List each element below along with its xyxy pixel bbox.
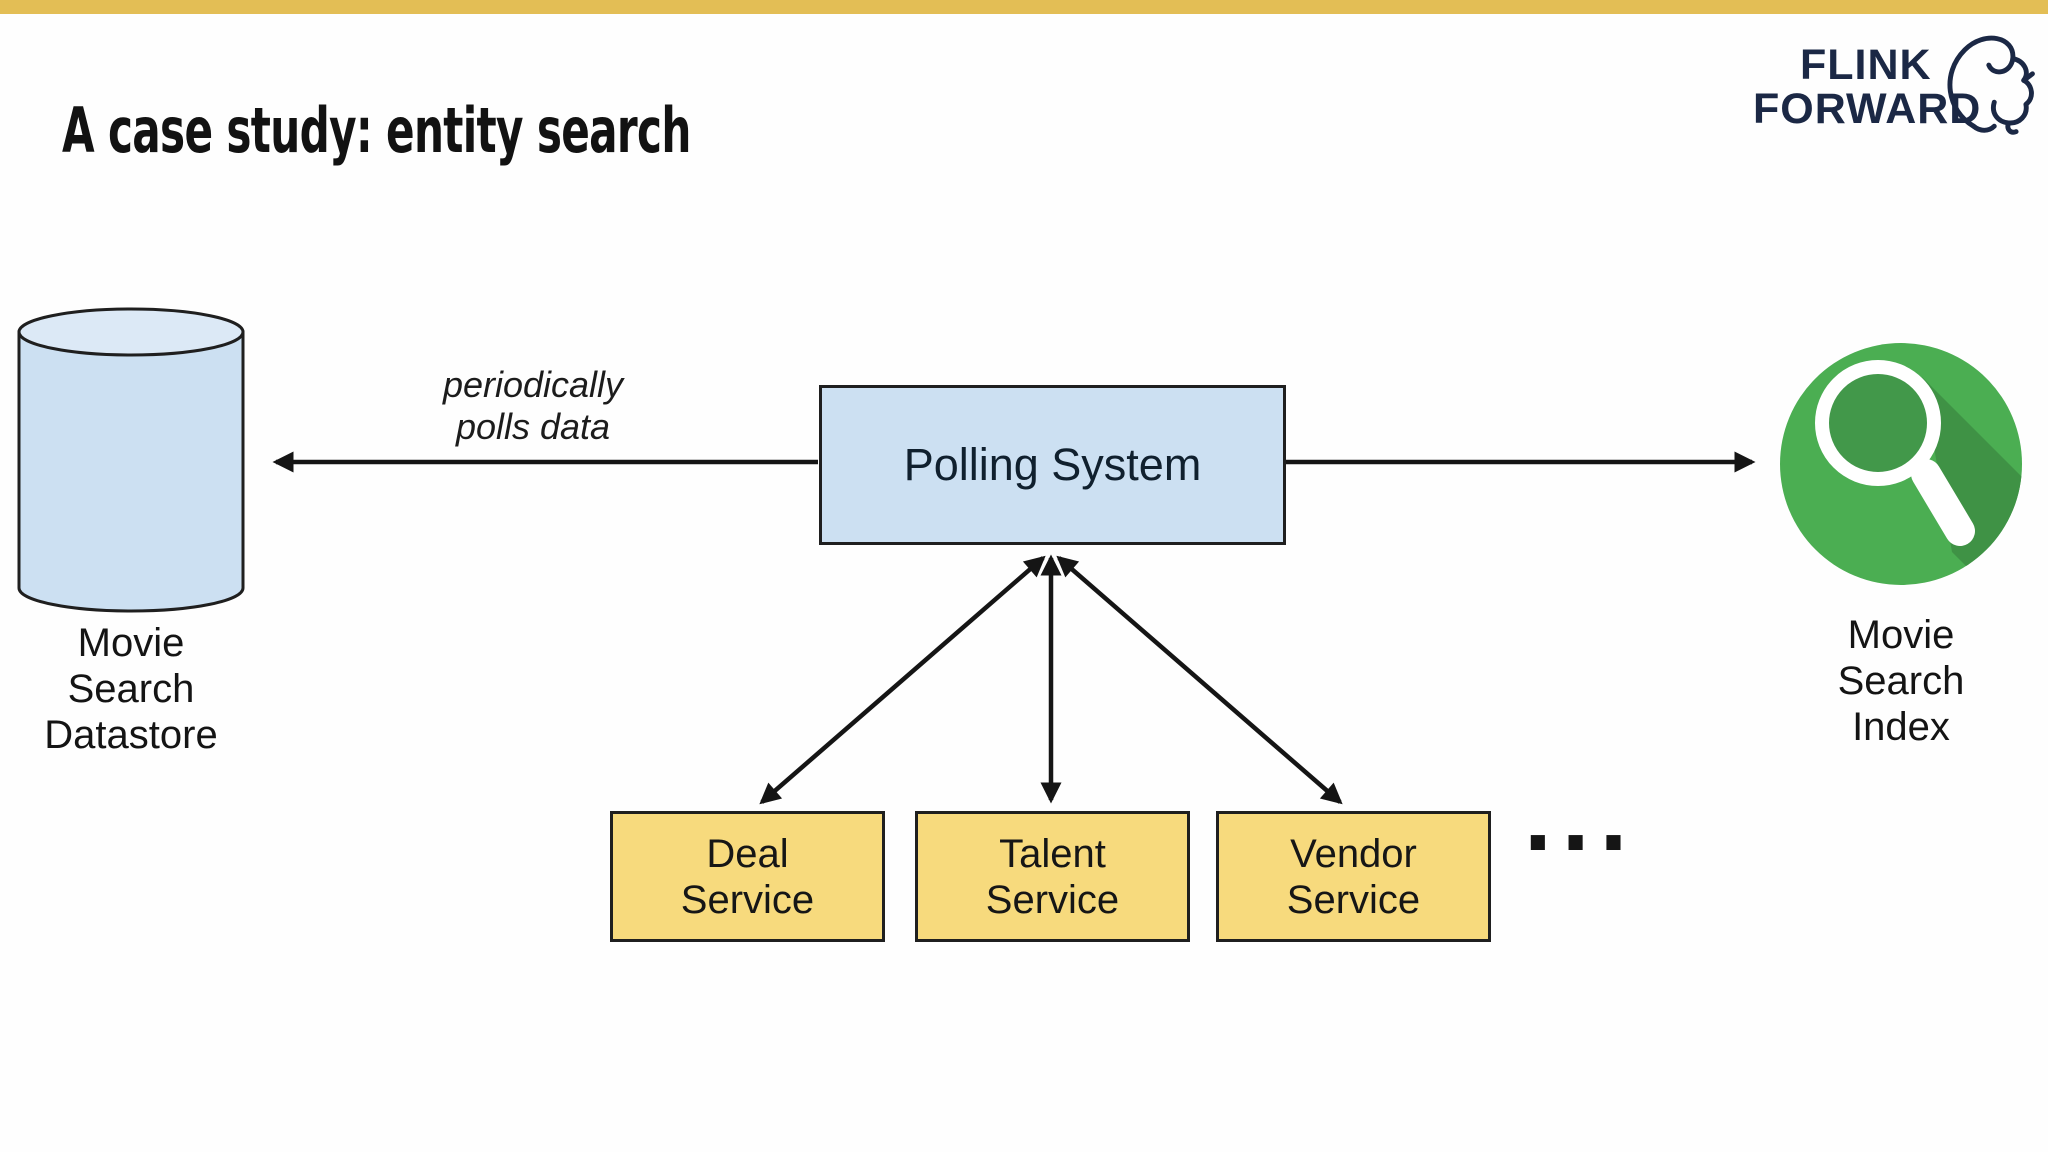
database-cylinder-icon bbox=[17, 307, 245, 613]
search-magnifier-icon bbox=[1780, 343, 2022, 585]
deal-service-arrow bbox=[759, 555, 1046, 805]
vendor-service-arrow bbox=[1056, 555, 1343, 805]
logo-line1: FLINK bbox=[1800, 41, 1932, 89]
search-index-label-line2: Search bbox=[1837, 659, 1965, 703]
datastore-label: Movie Search Datastore bbox=[6, 620, 256, 758]
accent-bar bbox=[0, 0, 2048, 14]
polling-system-node: Polling System bbox=[819, 385, 1286, 545]
logo-line2: FORWARD bbox=[1753, 85, 1982, 133]
squirrel-icon bbox=[1947, 35, 2035, 135]
talent-service-label-line2: Service bbox=[985, 877, 1120, 922]
datastore-label-line1: Movie bbox=[77, 621, 185, 665]
search-index-label-line1: Movie bbox=[1847, 613, 1955, 657]
deal-service-label-line2: Service bbox=[680, 877, 815, 922]
deal-service-label-line1: Deal bbox=[706, 831, 789, 876]
polling-system-label: Polling System bbox=[903, 439, 1202, 490]
datastore-label-line2: Search bbox=[67, 667, 195, 711]
search-index-label-line3: Index bbox=[1852, 705, 1950, 749]
vendor-service-label-line1: Vendor bbox=[1290, 831, 1417, 876]
talent-service-label-line1: Talent bbox=[999, 831, 1106, 876]
vendor-service-label-line2: Service bbox=[1286, 877, 1421, 922]
search-index-label: Movie Search Index bbox=[1781, 612, 2021, 750]
datastore-label-line3: Datastore bbox=[44, 713, 218, 757]
poll-annotation-line1: periodically bbox=[442, 364, 624, 405]
talent-service-node: Talent Service bbox=[915, 811, 1190, 942]
poll-annotation: periodically polls data bbox=[378, 364, 688, 449]
page-title: A case study: entity search bbox=[62, 94, 691, 167]
more-services-ellipsis: ... bbox=[1524, 760, 1638, 872]
deal-service-node: Deal Service bbox=[610, 811, 885, 942]
poll-annotation-line2: polls data bbox=[455, 406, 611, 448]
vendor-service-node: Vendor Service bbox=[1216, 811, 1491, 942]
flink-forward-logo: FLINK FORWARD bbox=[1750, 35, 2048, 154]
